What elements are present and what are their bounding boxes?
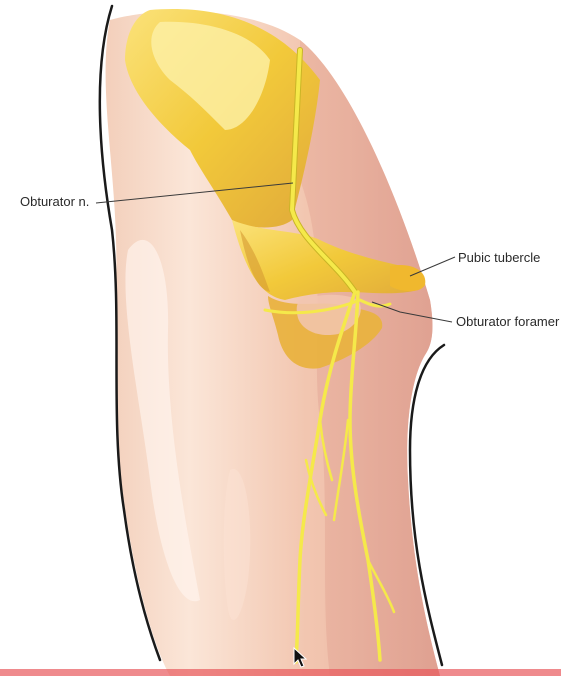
label-obturator-foramen: Obturator foramer [456, 314, 560, 329]
label-obturator-nerve: Obturator n. [20, 194, 89, 209]
video-progress-bar[interactable] [0, 669, 561, 676]
label-pubic-tubercle: Pubic tubercle [458, 250, 540, 265]
